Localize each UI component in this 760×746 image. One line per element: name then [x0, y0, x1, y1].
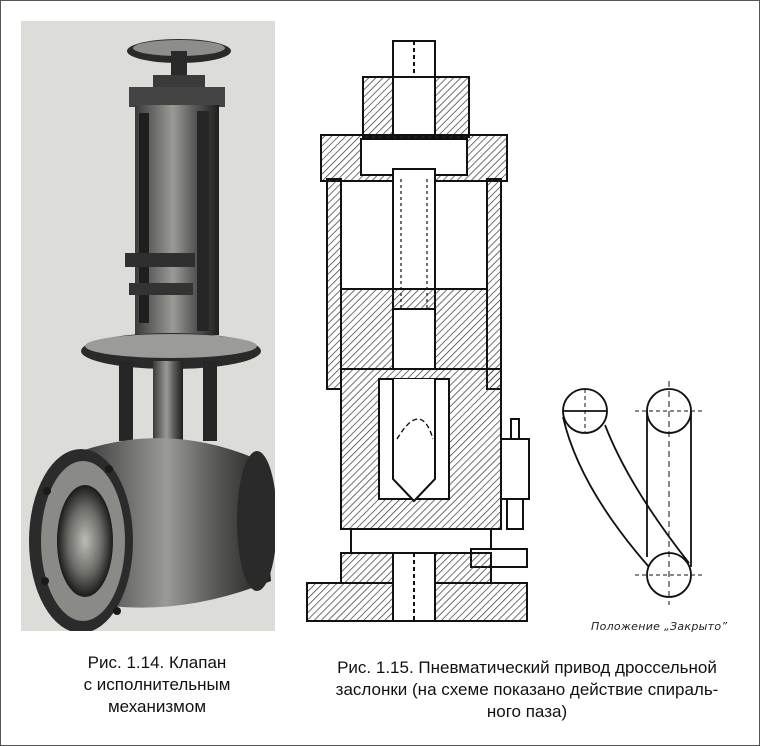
- actuator-section-drawing: [301, 39, 541, 624]
- actuator-drawing-image: [306, 40, 530, 622]
- valve-photo-image: [21, 21, 275, 631]
- figure-1-14-caption: Рис. 1.14. Клапан с исполнительным механ…: [41, 652, 273, 718]
- spiral-slot-image: [562, 381, 705, 605]
- caption-line: Рис. 1.15. Пневматический привод дроссел…: [337, 658, 717, 677]
- caption-line: механизмом: [107, 697, 207, 716]
- slot-position-label: Положение „Закрыто”: [591, 620, 728, 633]
- spiral-slot-diagram: [549, 377, 749, 609]
- caption-line: Рис. 1.14. Клапан: [87, 653, 227, 672]
- valve-photo: [21, 21, 275, 631]
- figure-1-15-caption: Рис. 1.15. Пневматический привод дроссел…: [307, 657, 747, 723]
- caption-line: ного паза): [486, 702, 568, 721]
- caption-line: заслонки (на схеме показано действие спи…: [335, 680, 719, 699]
- caption-line: с исполнительным: [83, 675, 231, 694]
